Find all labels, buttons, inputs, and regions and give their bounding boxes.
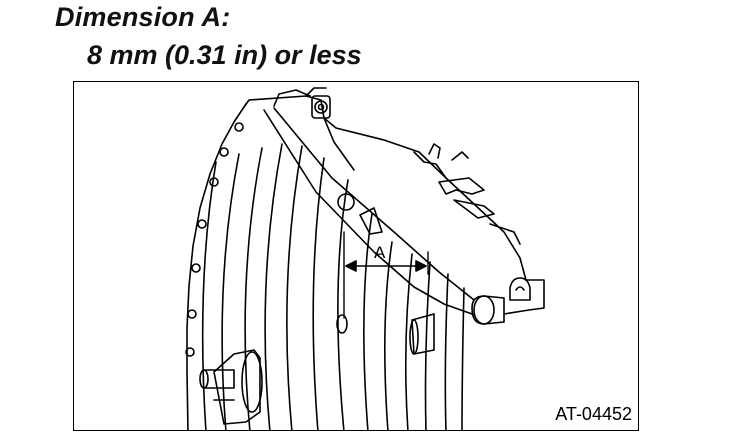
dimension-a-label: A	[374, 243, 386, 262]
torque-converter-rings	[201, 143, 465, 430]
mounting-hole	[336, 314, 348, 334]
dimension-a-marker	[343, 231, 429, 319]
housing-flange-edge	[186, 103, 247, 430]
converter-hub	[199, 349, 263, 425]
spec-title: Dimension A:	[55, 2, 231, 32]
transmission-housing	[243, 95, 545, 315]
mount-bolt	[273, 87, 331, 119]
spec-value: 8 mm (0.31 in) or less	[87, 40, 362, 70]
figure-code: AT-04452	[555, 404, 632, 424]
flange-holes	[185, 122, 355, 357]
housing-boss	[409, 295, 505, 355]
torque-converter-illustration: A AT-04452	[73, 81, 639, 431]
